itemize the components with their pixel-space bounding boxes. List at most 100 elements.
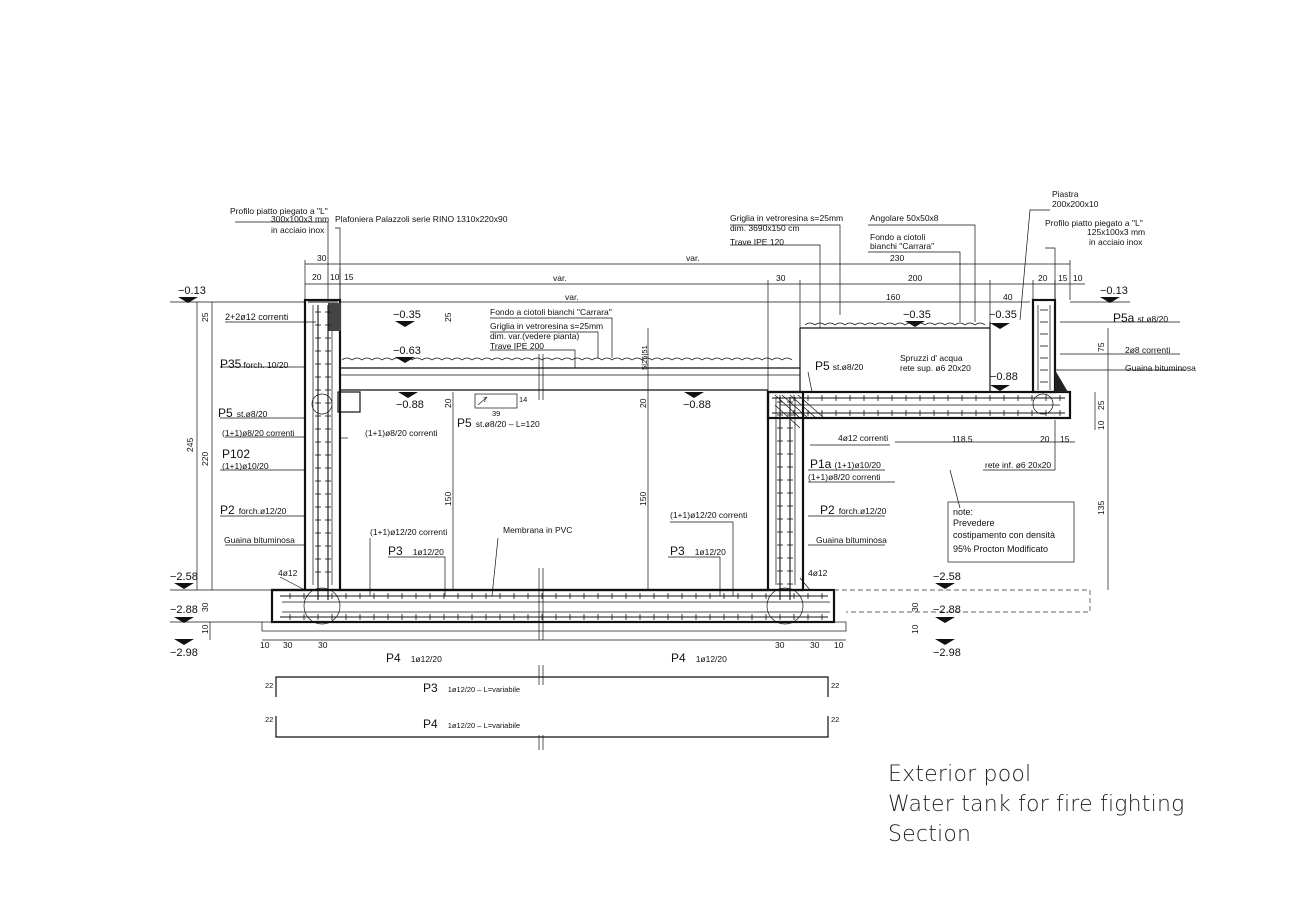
dimension-lines — [170, 260, 1130, 641]
corr-1-1-8-right: (1+1)ø8/20 correnti — [808, 472, 881, 482]
corr-1-1-8-b: (1+1)ø8/20 correnti — [365, 428, 438, 438]
level-288-left: −2.88 — [170, 604, 198, 616]
rebar-left-wall — [308, 301, 338, 600]
dim-150-l: 150 — [443, 492, 453, 506]
dim-30-b4: 30 — [810, 640, 820, 650]
dim-25-r: 25 — [1096, 400, 1106, 410]
guaina-right: Guaina bituminosa — [816, 535, 887, 545]
pool-slab-deck — [337, 367, 800, 413]
dim-30-b3: 30 — [775, 640, 785, 650]
rebar-right-wall — [772, 397, 1065, 600]
bars-4-12-left: 4ø12 — [278, 568, 298, 578]
trave-120: Trave IPE 120 — [730, 237, 784, 247]
level-258-left: −2.58 — [170, 571, 198, 583]
fondo-right-1: Fondo a ciotoli — [870, 232, 925, 242]
left-wall — [303, 298, 342, 592]
ground-dashed — [834, 589, 1091, 613]
dim-10-top: 10 — [330, 272, 340, 282]
fondo-mid: Fondo a ciotoli bianchi "Carrara" — [490, 307, 612, 317]
plafoniera-fixture — [328, 303, 341, 331]
profilo-left-2: 300x100x3 mm — [271, 214, 329, 224]
dim-245: 245 — [185, 438, 195, 452]
dim-20-beam-l: 20 — [443, 398, 453, 408]
dim-51: 5|25|51 — [640, 345, 649, 370]
bar-hook-1: 22 — [265, 681, 273, 690]
bar-hook-3: 22 — [265, 715, 273, 724]
small-14: 14 — [519, 395, 527, 404]
drawing-caption: Exterior pool Water tank for fire fighti… — [888, 760, 1185, 850]
bar-p3-shape — [275, 676, 829, 697]
dim-40: 40 — [1003, 292, 1013, 302]
bar-hook-2: 22 — [831, 681, 839, 690]
rebar-ticks — [289, 309, 1061, 620]
dim-230: 230 — [890, 253, 904, 263]
level-013-right: −0.13 — [1100, 285, 1128, 297]
small-39: 39 — [492, 409, 500, 418]
spruzzi-2: rete sup. ø6 20x20 — [900, 363, 971, 373]
dim-200: 200 — [908, 273, 922, 283]
note-box — [947, 501, 1075, 563]
dim-135: 135 — [1096, 501, 1106, 515]
dim-10-rbot: 10 — [910, 624, 920, 634]
dimension-texts: 30 20 10 15 var. var. var. 30 200 230 16… — [185, 253, 1106, 650]
dim-25-pool: 25 — [443, 312, 453, 322]
dim-20-r: 20 — [1038, 273, 1048, 283]
bars-4-12-beam: 4ø12 correnti — [838, 433, 888, 443]
membrana-label: Membrana in PVC — [503, 525, 572, 535]
griglia-mid-2: dim. var.(vedere pianta) — [490, 331, 579, 341]
dim-10-b2: 10 — [834, 640, 844, 650]
p1a-label: P1a(1+1)ø10/20 — [810, 457, 881, 471]
dim-160: 160 — [886, 292, 900, 302]
level-088-b: −0.88 — [683, 399, 711, 411]
corr-2-8: 2ø8 correnti — [1125, 345, 1170, 355]
bars-4-12-right: 4ø12 — [808, 568, 828, 578]
dim-30-rbot: 30 — [910, 602, 920, 612]
dim-20-rb: 20 — [1040, 434, 1050, 444]
gravel-layer — [341, 322, 986, 361]
dim-25-left: 25 — [200, 312, 210, 322]
caption-line-2: Water tank for fire fighting — [888, 792, 1185, 817]
dim-30-b1: 30 — [283, 640, 293, 650]
profilo-left-1: Profilo piatto piegato a "L" — [230, 206, 328, 216]
level-088-right: −0.88 — [990, 371, 1018, 383]
caption-line-3: Section — [888, 822, 972, 847]
profilo-right-1: Profilo piatto piegato a "L" — [1045, 218, 1143, 228]
angolare-label: Angolare 50x50x8 — [870, 213, 939, 223]
level-035-right: −0.35 — [989, 309, 1017, 321]
dim-var-3: var. — [565, 292, 579, 302]
dim-150-r: 150 — [638, 492, 648, 506]
p3-corr-right: (1+1)ø12/20 correnti — [670, 510, 747, 520]
corner-circles — [303, 393, 1054, 625]
corr-1-1-8-a: (1+1)ø8/20 correnti — [222, 428, 295, 438]
note-line-3: costipamento con densità — [953, 530, 1055, 540]
bar-hook-4: 22 — [831, 715, 839, 724]
rete-inf: rete inf. ø6 20x20 — [985, 460, 1051, 470]
dim-10-b1: 10 — [260, 640, 270, 650]
dim-10-bot: 10 — [200, 624, 210, 634]
level-013-left: −0.13 — [178, 285, 206, 297]
profilo-right-2: 125x100x3 mm — [1087, 227, 1145, 237]
leader-lines — [220, 209, 1185, 597]
level-063: −0.63 — [393, 345, 421, 357]
spruzzi-1: Spruzzi d' acqua — [900, 353, 963, 363]
pool-basin — [261, 588, 847, 632]
griglia-mid-1: Griglia in vetroresina s=25mm — [490, 321, 603, 331]
profilo-left-3: in acciaio inox — [271, 225, 325, 235]
level-088-a: −0.88 — [396, 399, 424, 411]
dim-var-1: var. — [686, 253, 700, 263]
note-line-1: note: — [953, 507, 973, 517]
level-298-left: −2.98 — [170, 647, 198, 659]
plafoniera-label: Plafoniera Palazzoli serie RINO 1310x220… — [335, 214, 508, 224]
griglia-top-2: dim. 3690x150 cm — [730, 223, 799, 233]
dim-var-2: var. — [553, 273, 567, 283]
dim-15-r: 15 — [1058, 273, 1068, 283]
